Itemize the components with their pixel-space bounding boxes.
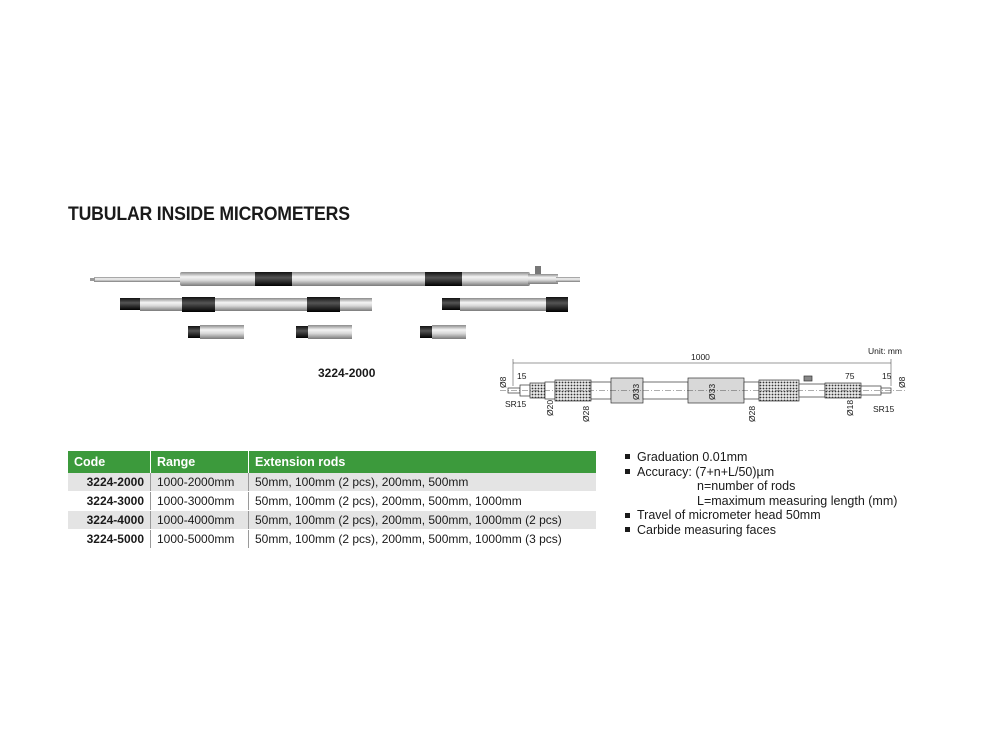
dim-sr-left: SR15 [505,399,527,409]
dim-dia-28-right: Ø28 [747,406,757,422]
cell-code: 3224-3000 [68,491,151,511]
extension-rods-long [120,297,568,312]
cell-rods: 50mm, 100mm (2 pcs), 200mm, 500mm [248,473,596,492]
dim-dia-20: Ø20 [545,400,555,416]
dim-dia-right-tip: Ø8 [897,376,907,388]
feature-text: Travel of micrometer head 50mm [637,508,821,523]
spec-table: Code Range Extension rods 3224-2000 1000… [68,451,596,549]
cell-range: 1000-3000mm [150,491,249,511]
bullet-icon [625,512,630,518]
dim-sr-right: SR15 [873,404,895,414]
dim-dia-33-left: Ø33 [631,384,641,400]
dim-right-offset-b: 15 [882,371,892,381]
unit-label: Unit: mm [868,346,902,356]
product-photo [90,266,580,339]
dim-dia-28-left: Ø28 [581,406,591,422]
micrometer-outline [507,375,892,404]
column-header-extension-rods: Extension rods [248,451,596,473]
cell-range: 1000-4000mm [150,510,249,530]
dim-right-offset-a: 75 [845,371,855,381]
dim-dia-left-tip: Ø8 [498,376,508,388]
feature-text: Graduation 0.01mm [637,450,748,464]
cell-code: 3224-4000 [68,510,151,530]
dim-dia-33-right: Ø33 [707,384,717,400]
cell-rods: 50mm, 100mm (2 pcs), 200mm, 500mm, 1000m… [248,529,596,549]
bullet-icon [625,468,630,474]
table-row: 3224-5000 1000-5000mm 50mm, 100mm (2 pcs… [68,529,596,549]
feature-item: Accuracy: (7+n+L/50)µm n=number of rods … [624,465,897,509]
bullet-icon [625,527,630,533]
dim-left-offset: 15 [517,371,527,381]
cell-code: 3224-5000 [68,529,151,549]
cell-range: 1000-2000mm [150,473,249,492]
table-header-row: Code Range Extension rods [68,451,596,473]
feature-list: Graduation 0.01mm Accuracy: (7+n+L/50)µm… [624,450,897,538]
feature-item: Graduation 0.01mm [624,450,897,465]
cell-rods: 50mm, 100mm (2 pcs), 200mm, 500mm, 1000m… [248,510,596,530]
bullet-icon [625,454,630,460]
feature-item: Carbide measuring faces [624,523,897,538]
dim-total-length: 1000 [691,352,710,362]
column-header-range: Range [150,451,249,473]
main-micrometer [90,266,580,286]
column-header-code: Code [68,451,151,473]
feature-item: Travel of micrometer head 50mm [624,508,897,523]
extension-rods-short [188,325,466,339]
dim-dia-18: Ø18 [845,400,855,416]
feature-subtext: n=number of rods [697,479,796,494]
cell-code: 3224-2000 [68,473,151,492]
model-label: 3224-2000 [318,366,376,380]
table-row: 3224-3000 1000-3000mm 50mm, 100mm (2 pcs… [68,491,596,511]
cell-range: 1000-5000mm [150,529,249,549]
page-title: TUBULAR INSIDE MICROMETERS [68,204,350,225]
feature-text: Carbide measuring faces [637,522,776,537]
feature-text: Accuracy: (7+n+L/50)µm [637,464,775,479]
table-row: 3224-4000 1000-4000mm 50mm, 100mm (2 pcs… [68,510,596,530]
table-row: 3224-2000 1000-2000mm 50mm, 100mm (2 pcs… [68,473,596,492]
cell-rods: 50mm, 100mm (2 pcs), 200mm, 500mm, 1000m… [248,491,596,511]
feature-subtext: L=maximum measuring length (mm) [697,493,898,508]
technical-drawing: Unit: mm 1000 15 75 15 SR15 SR15 Ø8 Ø8 Ø… [498,346,907,422]
